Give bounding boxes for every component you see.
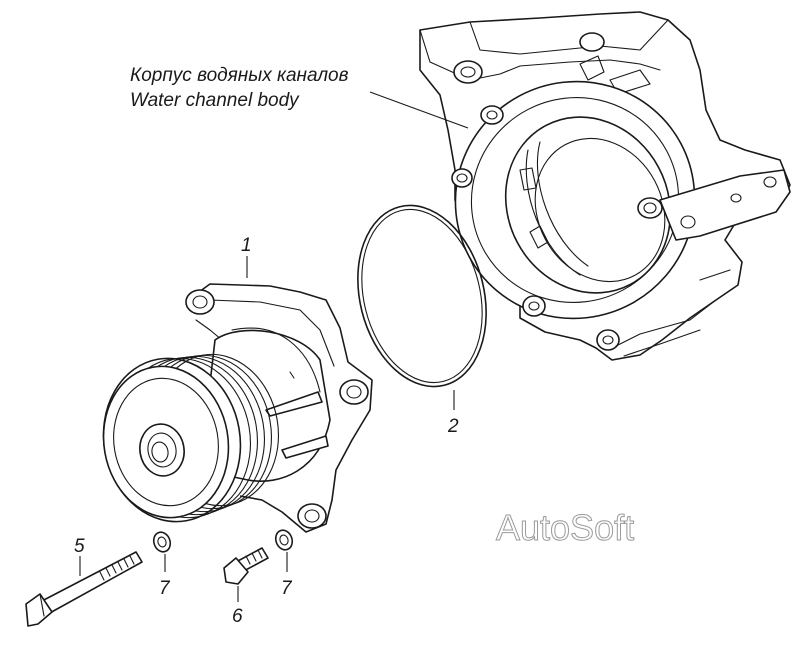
- leader-housing: [369, 91, 469, 129]
- o-ring: [357, 204, 487, 388]
- callout-7-right: 7: [281, 578, 293, 599]
- housing-label-ru: Корпус водяных каналов: [130, 65, 349, 86]
- short-bolt: [223, 547, 269, 585]
- callout-6: 6: [232, 606, 243, 627]
- housing-label-en: Water channel body: [130, 90, 300, 111]
- long-bolt: [25, 551, 143, 627]
- watermark: AutoSoft: [496, 507, 634, 548]
- callout-7-left: 7: [159, 578, 171, 599]
- callout-2: 2: [447, 416, 459, 437]
- water-pump: [102, 283, 373, 533]
- washer-left: [152, 531, 172, 553]
- callout-1: 1: [241, 235, 252, 256]
- callout-5: 5: [74, 536, 85, 557]
- washer-right: [274, 529, 294, 551]
- water-channel-body: [419, 11, 791, 361]
